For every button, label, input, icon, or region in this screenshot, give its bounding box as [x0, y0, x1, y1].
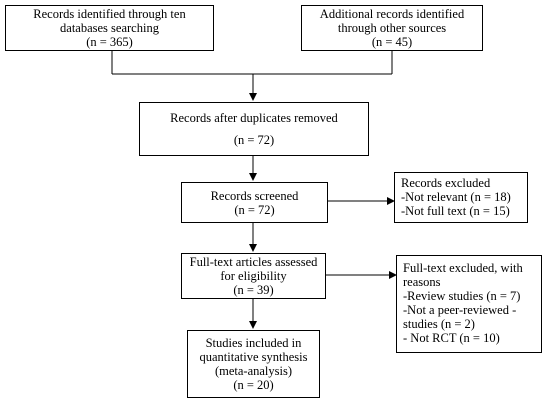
box-records-screened: Records screened (n = 72): [181, 182, 328, 223]
box-studies-included: Studies included in quantitative synthes…: [187, 330, 320, 398]
box-line: (n = 39): [233, 283, 274, 297]
box-line: Records excluded: [401, 176, 491, 190]
box-line: -Not relevant (n = 18): [401, 190, 511, 204]
box-line: -Not a peer-reviewed -: [403, 303, 517, 317]
box-line: Full-text articles assessed: [189, 255, 318, 269]
box-line: (n = 45): [371, 35, 413, 49]
box-line: - Not RCT (n = 10): [403, 331, 500, 345]
box-records-identified-databases: Records identified through ten databases…: [5, 5, 214, 51]
box-line: (n = 72): [233, 133, 275, 147]
box-line: through other sources: [337, 21, 447, 35]
box-line: databases searching: [60, 21, 159, 35]
box-line: Full-text excluded, with: [403, 261, 523, 275]
box-line: -Not full text (n = 15): [401, 204, 510, 218]
box-line: Records screened: [210, 188, 299, 203]
box-line: Records identified through ten: [33, 7, 186, 21]
box-line: Records after duplicates removed: [170, 111, 338, 125]
box-line: quantitative synthesis: [199, 350, 308, 364]
box-line: Studies included in: [205, 336, 302, 350]
box-fulltext-assessed: Full-text articles assessed for eligibil…: [181, 253, 326, 299]
box-additional-records: Additional records identified through ot…: [301, 5, 483, 51]
box-after-duplicates: Records after duplicates removed (n = 72…: [139, 102, 369, 156]
box-line: Additional records identified: [319, 7, 465, 21]
box-records-excluded: Records excluded -Not relevant (n = 18) …: [394, 172, 528, 223]
box-line: reasons: [403, 275, 441, 289]
box-line: for eligibility: [220, 269, 287, 283]
box-line: studies (n = 2): [403, 317, 475, 331]
box-line: (n = 72): [234, 202, 275, 217]
box-fulltext-excluded: Full-text excluded, with reasons -Review…: [396, 255, 542, 353]
box-line: (n = 365): [86, 35, 133, 49]
box-line: (n = 20): [233, 378, 274, 392]
box-line: -Review studies (n = 7): [403, 289, 521, 303]
box-line: (meta-analysis): [214, 364, 293, 378]
